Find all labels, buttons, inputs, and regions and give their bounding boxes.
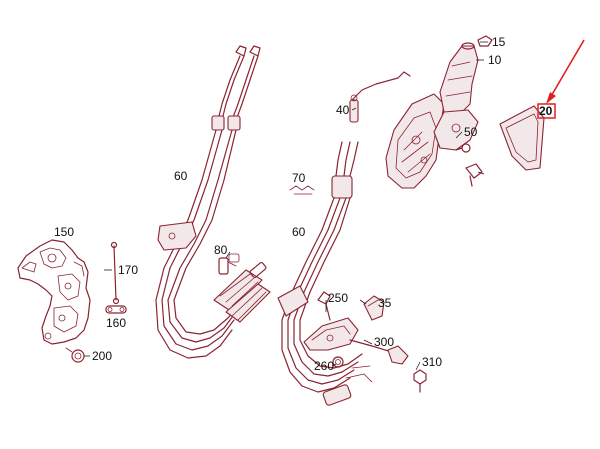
callout-170: 170 (118, 263, 138, 277)
callout-15: 15 (492, 35, 506, 49)
cable-60-right (277, 141, 373, 406)
callout-60-right: 60 (292, 225, 306, 239)
clip-80 (218, 253, 240, 275)
callout-35: 35 (378, 296, 392, 310)
callout-160: 160 (106, 316, 126, 330)
clip-35 (363, 295, 385, 321)
callout-40: 40 (336, 103, 350, 117)
callout-50: 50 (464, 125, 478, 139)
callout-250: 250 (328, 291, 348, 305)
highlight-box-20 (537, 103, 556, 119)
cable-60-left (155, 45, 271, 359)
highlight-arrow (546, 39, 585, 104)
nut-260 (332, 356, 344, 368)
cover-panel-20 (499, 105, 545, 171)
callout-260: 260 (314, 359, 334, 373)
shifter-assembly (385, 35, 493, 189)
callout-60-left: 60 (174, 169, 188, 183)
callout-300: 300 (374, 335, 394, 349)
bolt-310 (413, 369, 427, 393)
leader-lines (84, 41, 488, 371)
housing-150 (17, 239, 91, 345)
clip-70 (289, 185, 315, 195)
callout-150: 150 (54, 225, 74, 239)
callout-20: 20 (539, 104, 553, 118)
bolt-200 (65, 347, 85, 363)
rod-40 (349, 71, 411, 123)
callout-70: 70 (292, 171, 306, 185)
callout-310: 310 (422, 355, 442, 369)
callout-80: 80 (214, 243, 228, 257)
callout-10: 10 (488, 53, 502, 67)
bushing-160 (105, 305, 127, 314)
pin-170 (110, 241, 120, 305)
link-300 (349, 339, 409, 365)
callout-200: 200 (92, 349, 112, 363)
bracket-250 (303, 291, 359, 351)
